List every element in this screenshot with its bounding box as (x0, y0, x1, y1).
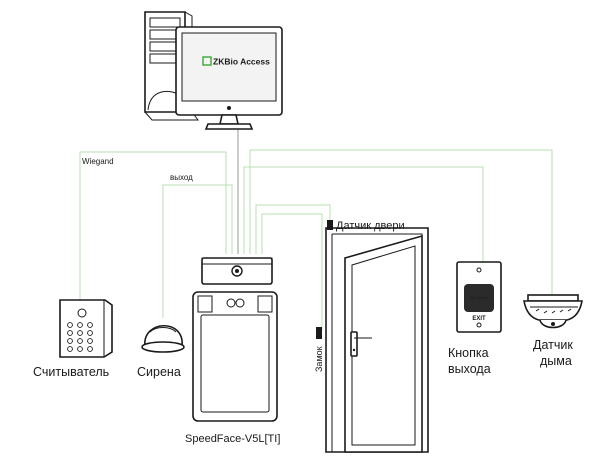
door-sensor-wire (255, 204, 331, 254)
monitor (175, 26, 283, 130)
exit-button (456, 261, 502, 333)
zkbio-logo-icon (202, 56, 212, 66)
speedface-terminal (192, 257, 278, 422)
door-sensor-block (327, 220, 333, 230)
exit-button-face-text: No Touch (471, 295, 488, 300)
lock-label: Замок (314, 346, 324, 372)
exit-button-wire (243, 166, 484, 262)
door-sensor-label: Датчик двери (336, 220, 405, 232)
reader-label: Считыватель (33, 365, 109, 379)
siren-wire (162, 184, 233, 318)
siren (141, 324, 185, 353)
software-name: ZKBio Access (213, 57, 270, 67)
exit-button-label-line2: выхода (448, 362, 491, 376)
exit-button-label-line1: Кнопка (448, 346, 489, 360)
smoke-label-line1: Датчик (533, 338, 573, 352)
siren-label: Сирена (137, 365, 181, 379)
smoke-detector (523, 294, 583, 329)
wiegand-label: Wiegand (82, 157, 114, 166)
output-label: выход (170, 173, 193, 182)
exit-button-pad (464, 284, 494, 312)
lock-block (316, 327, 322, 339)
wiring (79, 128, 553, 330)
zkbio-logo: ZKBio Access (202, 56, 270, 67)
smoke-label-line2: дыма (540, 354, 572, 368)
smoke-detector-wire (249, 149, 553, 295)
lock-wire (261, 213, 323, 330)
wiegand-wire (79, 151, 227, 300)
door (316, 220, 429, 453)
exit-button-exit-text: EXIT (472, 316, 486, 322)
terminal-label: SpeedFace-V5L[TI] (185, 433, 280, 445)
card-reader (59, 299, 113, 358)
